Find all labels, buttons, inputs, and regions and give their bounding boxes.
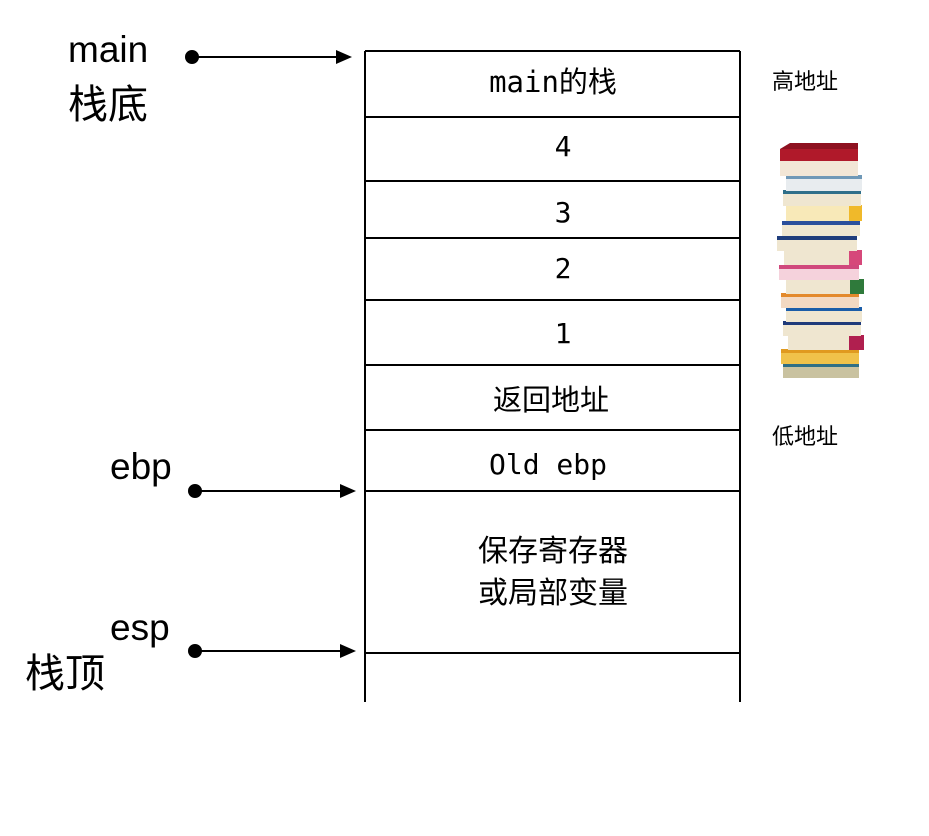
- book: [777, 236, 857, 251]
- book: [788, 335, 864, 350]
- stack-cell-old-ebp: Old ebp: [489, 448, 607, 481]
- esp-pointer-arrow: [188, 644, 356, 658]
- stack-cell-arg-1: 1: [555, 317, 572, 350]
- book: [786, 279, 864, 294]
- stack-of-books-icon: [777, 143, 864, 378]
- book: [786, 307, 862, 322]
- stack-cell-return-address: 返回地址: [493, 383, 609, 417]
- arrow-head: [340, 644, 356, 658]
- book: [779, 265, 859, 280]
- pointer-labels: main 栈底 ebp esp 栈顶: [25, 29, 172, 696]
- book: [784, 250, 862, 265]
- book: [781, 293, 859, 308]
- stack-cell-arg-3: 3: [555, 196, 572, 229]
- book: [783, 363, 859, 378]
- arrow-head: [340, 484, 356, 498]
- stack-bottom-label: 栈底: [68, 83, 148, 127]
- main-pointer-label: main: [68, 29, 148, 70]
- stack-cell-saved-registers: 保存寄存器: [478, 534, 628, 569]
- stack-cell-arg-2: 2: [555, 252, 572, 285]
- ebp-pointer-arrow: [188, 484, 356, 498]
- main-pointer-arrow: [185, 50, 352, 64]
- ebp-pointer-label: ebp: [110, 446, 172, 487]
- book: [783, 190, 861, 206]
- stack-cell-local-variables: 或局部变量: [478, 576, 628, 611]
- stack-top-label: 栈顶: [25, 652, 105, 696]
- high-address-label: 高地址: [772, 70, 838, 95]
- book: [781, 349, 859, 364]
- low-address-label: 低地址: [772, 425, 838, 450]
- stack-cell-arg-4: 4: [555, 130, 572, 163]
- stack-cell-main: main的栈: [489, 65, 617, 99]
- stack-cells: main的栈 4 3 2 1 返回地址 Old ebp 保存寄存器 或局部变量: [478, 65, 628, 611]
- arrow-head: [336, 50, 352, 64]
- book: [782, 221, 860, 236]
- esp-pointer-label: esp: [110, 607, 170, 648]
- book: [786, 205, 862, 221]
- book: [786, 175, 862, 191]
- address-labels: 高地址 低地址: [772, 70, 838, 450]
- book: [780, 143, 858, 176]
- pointer-arrows: [185, 50, 356, 658]
- stack-column: [364, 50, 741, 702]
- book: [783, 321, 861, 336]
